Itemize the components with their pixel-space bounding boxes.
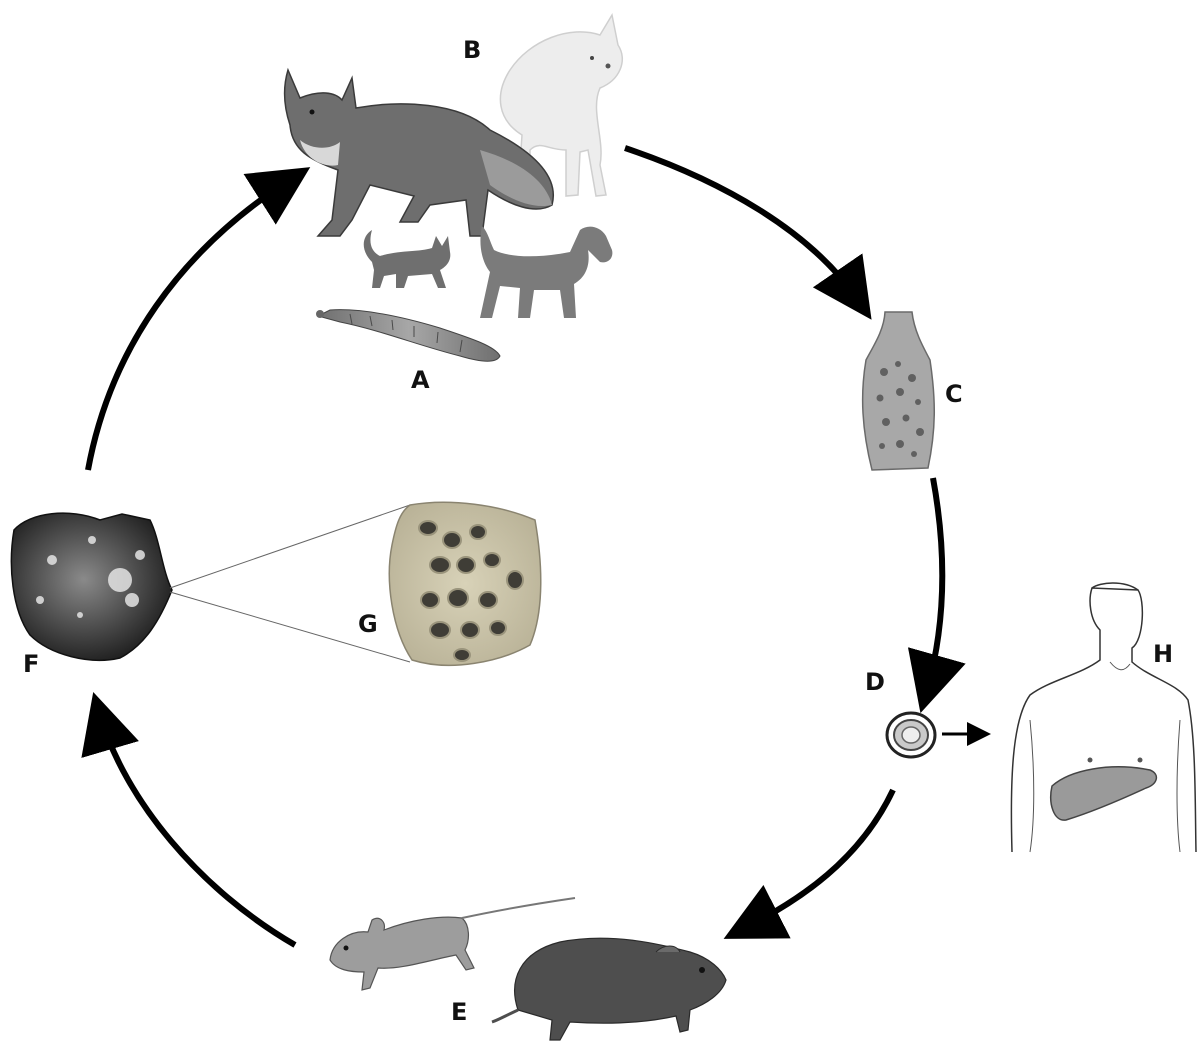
infected-liver-icon <box>11 513 172 660</box>
label-g: G <box>358 610 378 638</box>
cycle-arrow-hosts-to-segment <box>625 148 858 300</box>
label-b: B <box>463 36 481 64</box>
cycle-arrow-rodents-to-liver <box>100 715 295 945</box>
human-torso-liver-icon <box>1011 583 1196 852</box>
cycle-arrow-egg-to-rodents <box>745 790 893 928</box>
label-f: F <box>23 650 39 678</box>
label-e: E <box>451 998 467 1026</box>
egg-icon <box>887 713 935 757</box>
vole-icon <box>492 938 726 1040</box>
label-d: D <box>865 668 885 696</box>
label-a: A <box>411 366 430 394</box>
label-h: H <box>1153 640 1173 668</box>
dog-silhouette-icon <box>480 226 612 318</box>
cyst-section-icon <box>389 502 540 665</box>
zoom-line-upper <box>170 505 410 588</box>
cycle-arrow-segment-to-egg <box>927 478 942 690</box>
label-c: C <box>945 380 963 408</box>
cat-silhouette-icon <box>364 230 451 288</box>
adult-tapeworm-icon <box>316 310 500 362</box>
gravid-proglottid-icon <box>863 312 935 470</box>
cycle-arrow-liver-to-hosts <box>88 180 290 470</box>
